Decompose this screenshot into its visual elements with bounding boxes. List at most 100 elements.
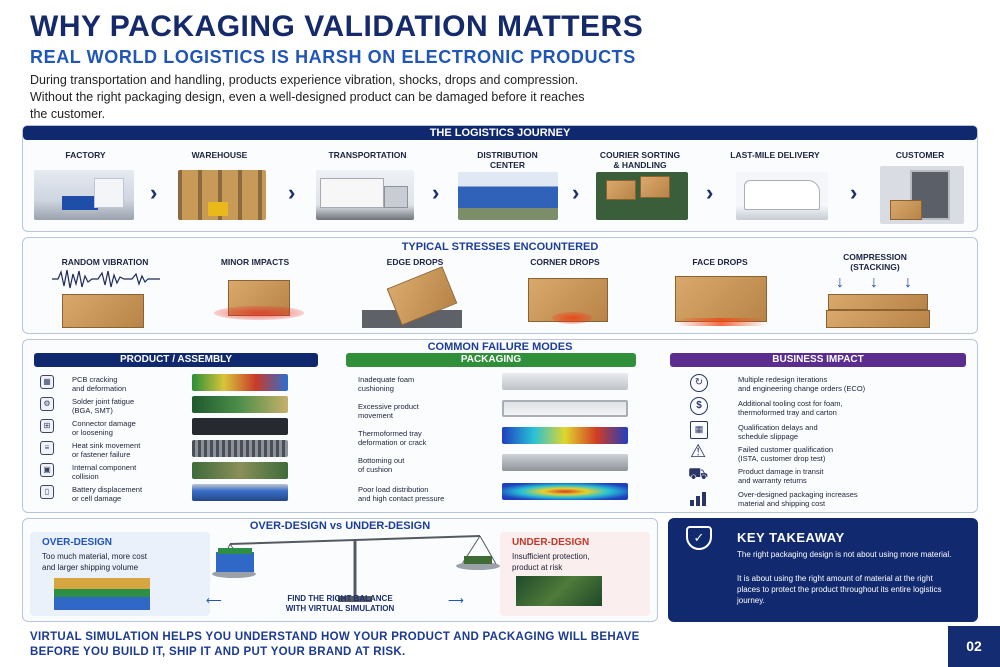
- component-thumb: [192, 462, 288, 479]
- over-design-text: Too much material, more cost and larger …: [42, 552, 147, 572]
- chevron-right-icon: ›: [150, 180, 158, 205]
- stress-corner-drops-label: CORNER DROPS: [530, 257, 600, 267]
- customer-door-image: [880, 166, 964, 224]
- stress-impacts-label: MINOR IMPACTS: [220, 257, 290, 267]
- failures-panel: [22, 339, 978, 513]
- truck-icon: ⛟: [688, 466, 709, 483]
- dollar-icon: $: [690, 397, 708, 415]
- connector-icon: ⊞: [40, 419, 54, 433]
- business-item: Product damage in transit and warranty r…: [738, 467, 824, 485]
- shield-check-icon: ✓: [686, 526, 712, 550]
- connector-thumb: [192, 418, 288, 435]
- failures-title: COMMON FAILURE MODES: [427, 341, 573, 353]
- heatsink-icon: ≡: [40, 441, 54, 455]
- balance-title: OVER-DESIGN vs UNDER-DESIGN: [249, 520, 431, 532]
- stage-distribution-label: DISTRIBUTION CENTER: [477, 150, 538, 170]
- distribution-center-image: [458, 172, 558, 220]
- business-item: Failed customer qualification (ISTA, cus…: [738, 445, 834, 463]
- packaging-item: Thermoformed tray deformation or crack: [358, 429, 427, 447]
- business-item: Qualification delays and schedule slippa…: [738, 423, 818, 441]
- packaging-item: Poor load distribution and high contact …: [358, 485, 445, 503]
- stress-face-drops-label: FACE DROPS: [692, 257, 748, 267]
- stress-compression-label: COMPRESSION (STACKING): [843, 252, 907, 272]
- footer-line-1: VIRTUAL SIMULATION HELPS YOU UNDERSTAND …: [30, 631, 640, 643]
- business-item: Additional tooling cost for foam, thermo…: [738, 399, 843, 417]
- arrow-down-icon: ↓: [836, 274, 844, 291]
- stage-warehouse-label: WAREHOUSE: [191, 150, 248, 160]
- stresses-title: TYPICAL STRESSES ENCOUNTERED: [401, 241, 599, 253]
- arrow-left-icon: ⟵: [206, 595, 222, 607]
- stage-lastmile-label: LAST-MILE DELIVERY: [730, 150, 820, 160]
- over-design-package: [54, 578, 150, 610]
- product-item: Solder joint fatigue (BGA, SMT): [72, 397, 135, 415]
- page-subtitle: REAL WORLD LOGISTICS IS HARSH ON ELECTRO…: [30, 47, 636, 67]
- movement-thumb: [502, 400, 628, 417]
- journey-title: THE LOGISTICS JOURNEY: [23, 126, 977, 140]
- tray-thermal-thumb: [502, 427, 628, 444]
- arrow-down-icon: ↓: [904, 274, 912, 291]
- product-item: Internal component collision: [72, 463, 137, 481]
- calendar-icon: ▦: [690, 421, 708, 439]
- arrow-down-icon: ↓: [870, 274, 878, 291]
- packaging-item: Inadequate foam cushioning: [358, 375, 415, 393]
- takeaway-title: KEY TAKEAWAY: [737, 530, 845, 545]
- heatsink-thumb: [192, 440, 288, 457]
- face-glow: [676, 318, 766, 326]
- footer-line-2: BEFORE YOU BUILD IT, SHIP IT AND PUT YOU…: [30, 646, 406, 658]
- face-drop-box: [675, 276, 767, 322]
- product-item: Battery displacement or cell damage: [72, 485, 143, 503]
- pcb-icon: ▦: [40, 375, 54, 389]
- factory-image: [34, 170, 134, 220]
- arrow-right-icon: ⟶: [448, 595, 464, 607]
- stage-customer-label: CUSTOMER: [895, 150, 945, 160]
- chevron-right-icon: ›: [572, 180, 580, 205]
- stress-vibration-label: RANDOM VIBRATION: [61, 257, 149, 267]
- chevron-right-icon: ›: [288, 180, 296, 205]
- solder-thumb: [192, 396, 288, 413]
- battery-thumb: [192, 484, 288, 501]
- stage-factory-label: FACTORY: [65, 150, 106, 160]
- business-item: Multiple redesign iterations and enginee…: [738, 375, 866, 393]
- stage-courier-label: COURIER SORTING & HANDLING: [599, 150, 681, 170]
- balance-center-text: FIND THE RIGHT BALANCE WITH VIRTUAL SIMU…: [285, 594, 395, 613]
- stacked-box-bottom: [826, 310, 930, 328]
- business-column-head: BUSINESS IMPACT: [670, 353, 966, 367]
- courier-sorting-image: [596, 172, 688, 220]
- business-item: Over-designed packaging increases materi…: [738, 490, 858, 508]
- balance-scale-icon: [212, 535, 500, 602]
- bar-chart-icon: [690, 490, 710, 506]
- chevron-right-icon: ›: [706, 180, 714, 205]
- battery-icon: ▯: [40, 485, 54, 499]
- chevron-right-icon: ›: [432, 180, 440, 205]
- over-design-head: OVER-DESIGN: [42, 537, 113, 548]
- page-number: 02: [948, 626, 1000, 667]
- warning-icon: ⚠: [690, 441, 707, 461]
- redesign-icon: ↻: [690, 374, 708, 392]
- stage-transportation-label: TRANSPORTATION: [328, 150, 407, 160]
- stresses-panel: [22, 237, 978, 334]
- intro-paragraph: During transportation and handling, prod…: [30, 73, 585, 121]
- corner-glow: [552, 312, 592, 324]
- warehouse-image: [178, 170, 266, 220]
- stress-edge-drops-label: EDGE DROPS: [386, 257, 444, 267]
- product-item: Connector damage or loosening: [72, 419, 136, 437]
- product-item: PCB cracking and deformation: [72, 375, 127, 393]
- takeaway-panel: [668, 518, 978, 622]
- foam-thumb: [502, 373, 628, 390]
- takeaway-text-2: It is about using the right amount of ma…: [737, 574, 942, 605]
- chevron-right-icon: ›: [850, 180, 858, 205]
- footer-message: VIRTUAL SIMULATION HELPS YOU UNDERSTAND …: [30, 630, 640, 660]
- under-design-pcb: [516, 576, 602, 606]
- stacked-box-top: [828, 294, 928, 310]
- product-column-head: PRODUCT / ASSEMBLY: [34, 353, 318, 367]
- delivery-van-image: [736, 172, 828, 220]
- packaging-item: Bottoming out of cushion: [358, 456, 405, 474]
- packaging-column-head: PACKAGING: [346, 353, 636, 367]
- product-item: Heat sink movement or fastener failure: [72, 441, 141, 459]
- packaging-item: Excessive product movement: [358, 402, 419, 420]
- component-icon: ▣: [40, 463, 54, 477]
- takeaway-text-1: The right packaging design is not about …: [737, 550, 952, 559]
- vibration-box: [62, 294, 144, 328]
- pcb-thermal-thumb: [192, 374, 288, 391]
- solder-icon: ⚙: [40, 397, 54, 411]
